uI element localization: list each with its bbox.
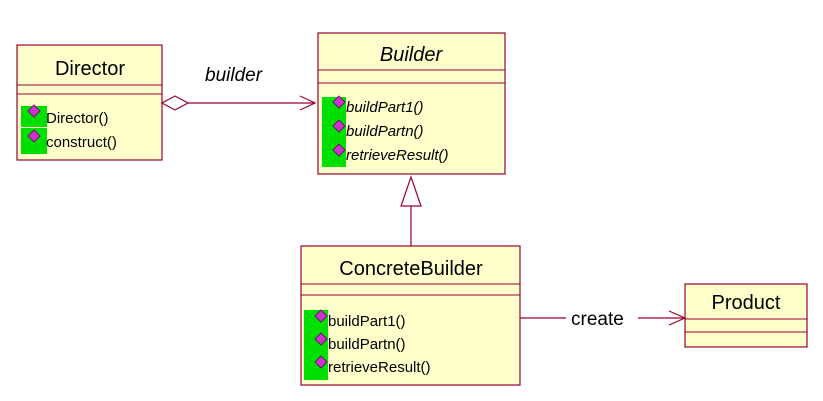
operation-label: retrieveResult() [346, 147, 449, 164]
method-diamond-icon [332, 119, 346, 133]
operation-builder-buildpart1: buildPart1() [332, 95, 424, 116]
method-diamond-icon [314, 355, 328, 369]
class-director-name: Director [55, 58, 125, 80]
aggregation-director-builder[interactable] [160, 95, 317, 111]
operation-label: Director() [46, 110, 109, 127]
class-director[interactable]: Director Director() construct() [16, 44, 163, 161]
method-diamond-icon [314, 332, 328, 346]
class-concretebuilder-name: ConcreteBuilder [339, 258, 483, 280]
generalization-concretebuilder-builder[interactable] [400, 175, 422, 246]
operation-builder-retrieveresult: retrieveResult() [332, 143, 449, 164]
class-builder[interactable]: Builder buildPart1() buildPartn() retrie… [317, 32, 506, 175]
method-diamond-icon [314, 309, 328, 323]
operation-visibility-icon [322, 97, 346, 167]
method-diamond-icon [27, 104, 41, 118]
operation-label: buildPart1() [328, 313, 406, 330]
operation-director-ctor: Director() [21, 104, 109, 127]
operation-builder-buildpartn: buildPartn() [332, 119, 424, 140]
operation-label: buildPart1() [346, 99, 424, 116]
inheritance-triangle-icon [400, 175, 422, 207]
operation-label: construct() [46, 134, 117, 151]
method-diamond-icon [332, 95, 346, 109]
class-concretebuilder[interactable]: ConcreteBuilder buildPart1() buildPartn(… [300, 245, 521, 386]
operation-concretebuilder-buildpart1: buildPart1() [314, 309, 406, 330]
class-product[interactable]: Product [684, 283, 808, 348]
open-arrowhead-icon [299, 95, 317, 111]
association-label-create: create [571, 309, 624, 330]
open-arrowhead-icon [668, 310, 687, 326]
association-label-builder: builder [205, 65, 263, 86]
operation-concretebuilder-buildpartn: buildPartn() [314, 332, 406, 353]
method-diamond-icon [332, 143, 346, 157]
operation-label: buildPartn() [346, 123, 424, 140]
class-builder-box [317, 32, 506, 175]
operation-label: retrieveResult() [328, 359, 431, 376]
class-builder-name: Builder [380, 44, 444, 66]
operation-director-construct: construct() [21, 128, 117, 154]
class-product-box [684, 283, 808, 348]
class-product-name: Product [712, 292, 781, 314]
operation-label: buildPartn() [328, 336, 406, 353]
aggregation-diamond-icon [160, 95, 190, 111]
method-diamond-icon [27, 129, 41, 143]
operation-concretebuilder-retrieveresult: retrieveResult() [314, 355, 431, 376]
association-label-bg [566, 306, 638, 330]
operation-visibility-icon [304, 310, 328, 380]
